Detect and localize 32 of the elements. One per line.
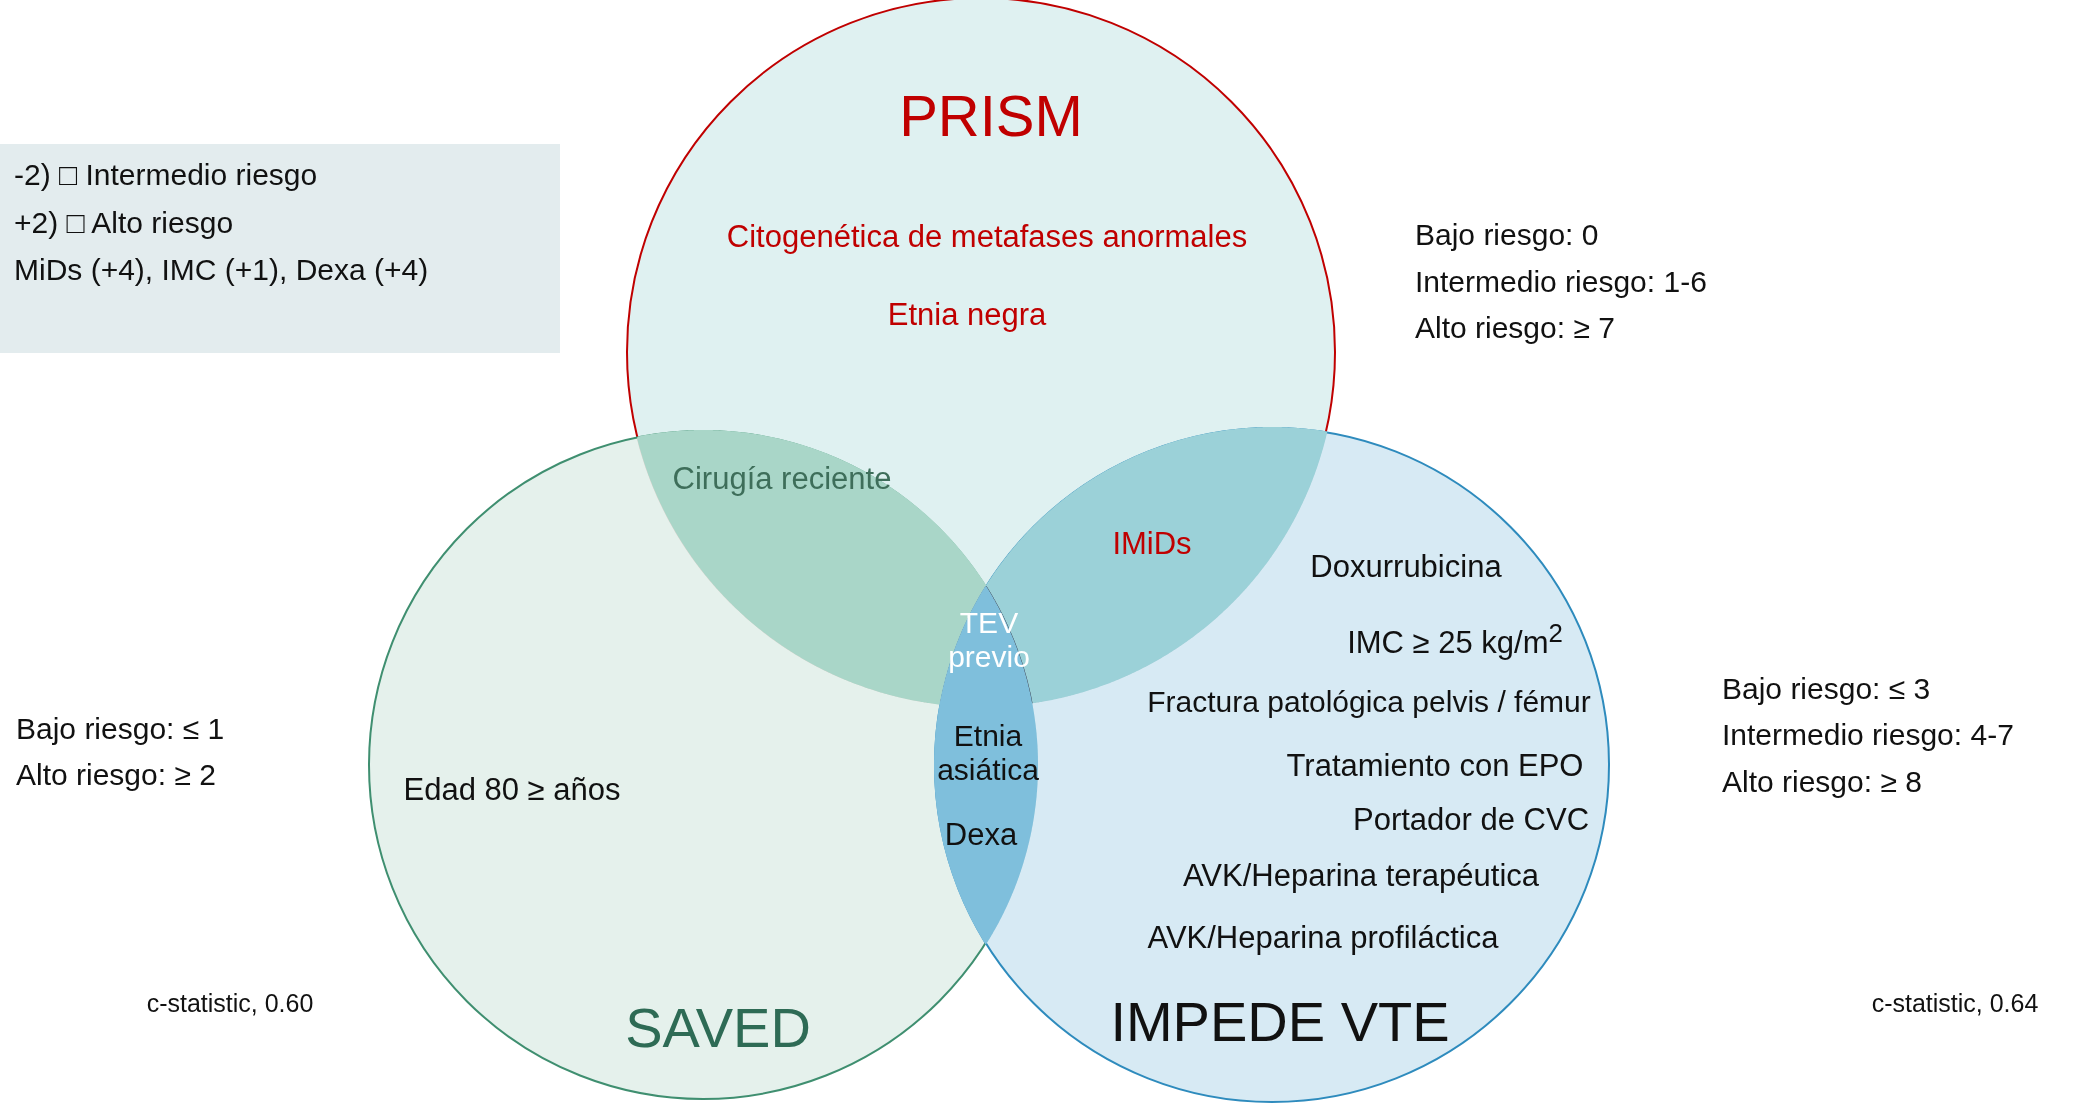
risk-factor-text: Etnia asiática [936,718,1040,788]
risk-factor-text: Portador de CVC [1352,802,1590,838]
risk-score-text: Intermedio riesgo: 1-6 [1415,264,1707,300]
risk-factor-text: Edad 80 ≥ años [403,772,621,808]
risk-factor-text: Fractura patológica pelvis / fémur [1147,684,1591,720]
note-text: MiDs (+4), IMC (+1), Dexa (+4) [14,253,429,288]
risk-score-text: Bajo riesgo: ≤ 3 [1722,671,1931,707]
note-text: -2) □ Intermedio riesgo [14,158,318,193]
risk-factor-text: TEV previo [947,605,1031,675]
risk-factor-text: Tratamiento con EPO [1286,748,1584,784]
risk-score-text: Alto riesgo: ≥ 7 [1415,310,1615,346]
note-text: +2) □ Alto riesgo [14,206,234,241]
risk-score-text: Intermedio riesgo: 4-7 [1722,717,2014,753]
statistic-text: c-statistic, 0.64 [1871,988,2039,1018]
circle-title: IMPEDE VTE [1110,989,1450,1055]
note-box [0,144,560,353]
risk-score-text: Alto riesgo: ≥ 8 [1722,764,1922,800]
circle-title: SAVED [625,995,811,1061]
risk-factor-text: Cirugía reciente [672,461,892,497]
risk-score-text: Alto riesgo: ≥ 2 [16,757,216,793]
risk-factor-text: AVK/Heparina profiláctica [1147,920,1499,956]
risk-factor-text: AVK/Heparina terapéutica [1182,858,1540,894]
risk-factor-text: IMiDs [1112,526,1192,562]
risk-factor-text: IMC ≥ 25 kg/m$^{2}$ [1347,619,1563,661]
risk-score-text: Bajo riesgo: 0 [1415,217,1599,253]
risk-score-text: Bajo riesgo: ≤ 1 [16,711,225,747]
statistic-text: c-statistic, 0.60 [146,988,314,1018]
risk-factor-text: Dexa [944,817,1018,853]
risk-factor-text: Citogenética de metafases anormales [726,219,1248,255]
risk-factor-text: Etnia negra [887,297,1047,333]
circle-title: PRISM [899,82,1083,150]
risk-factor-text: Doxurrubicina [1310,549,1502,585]
